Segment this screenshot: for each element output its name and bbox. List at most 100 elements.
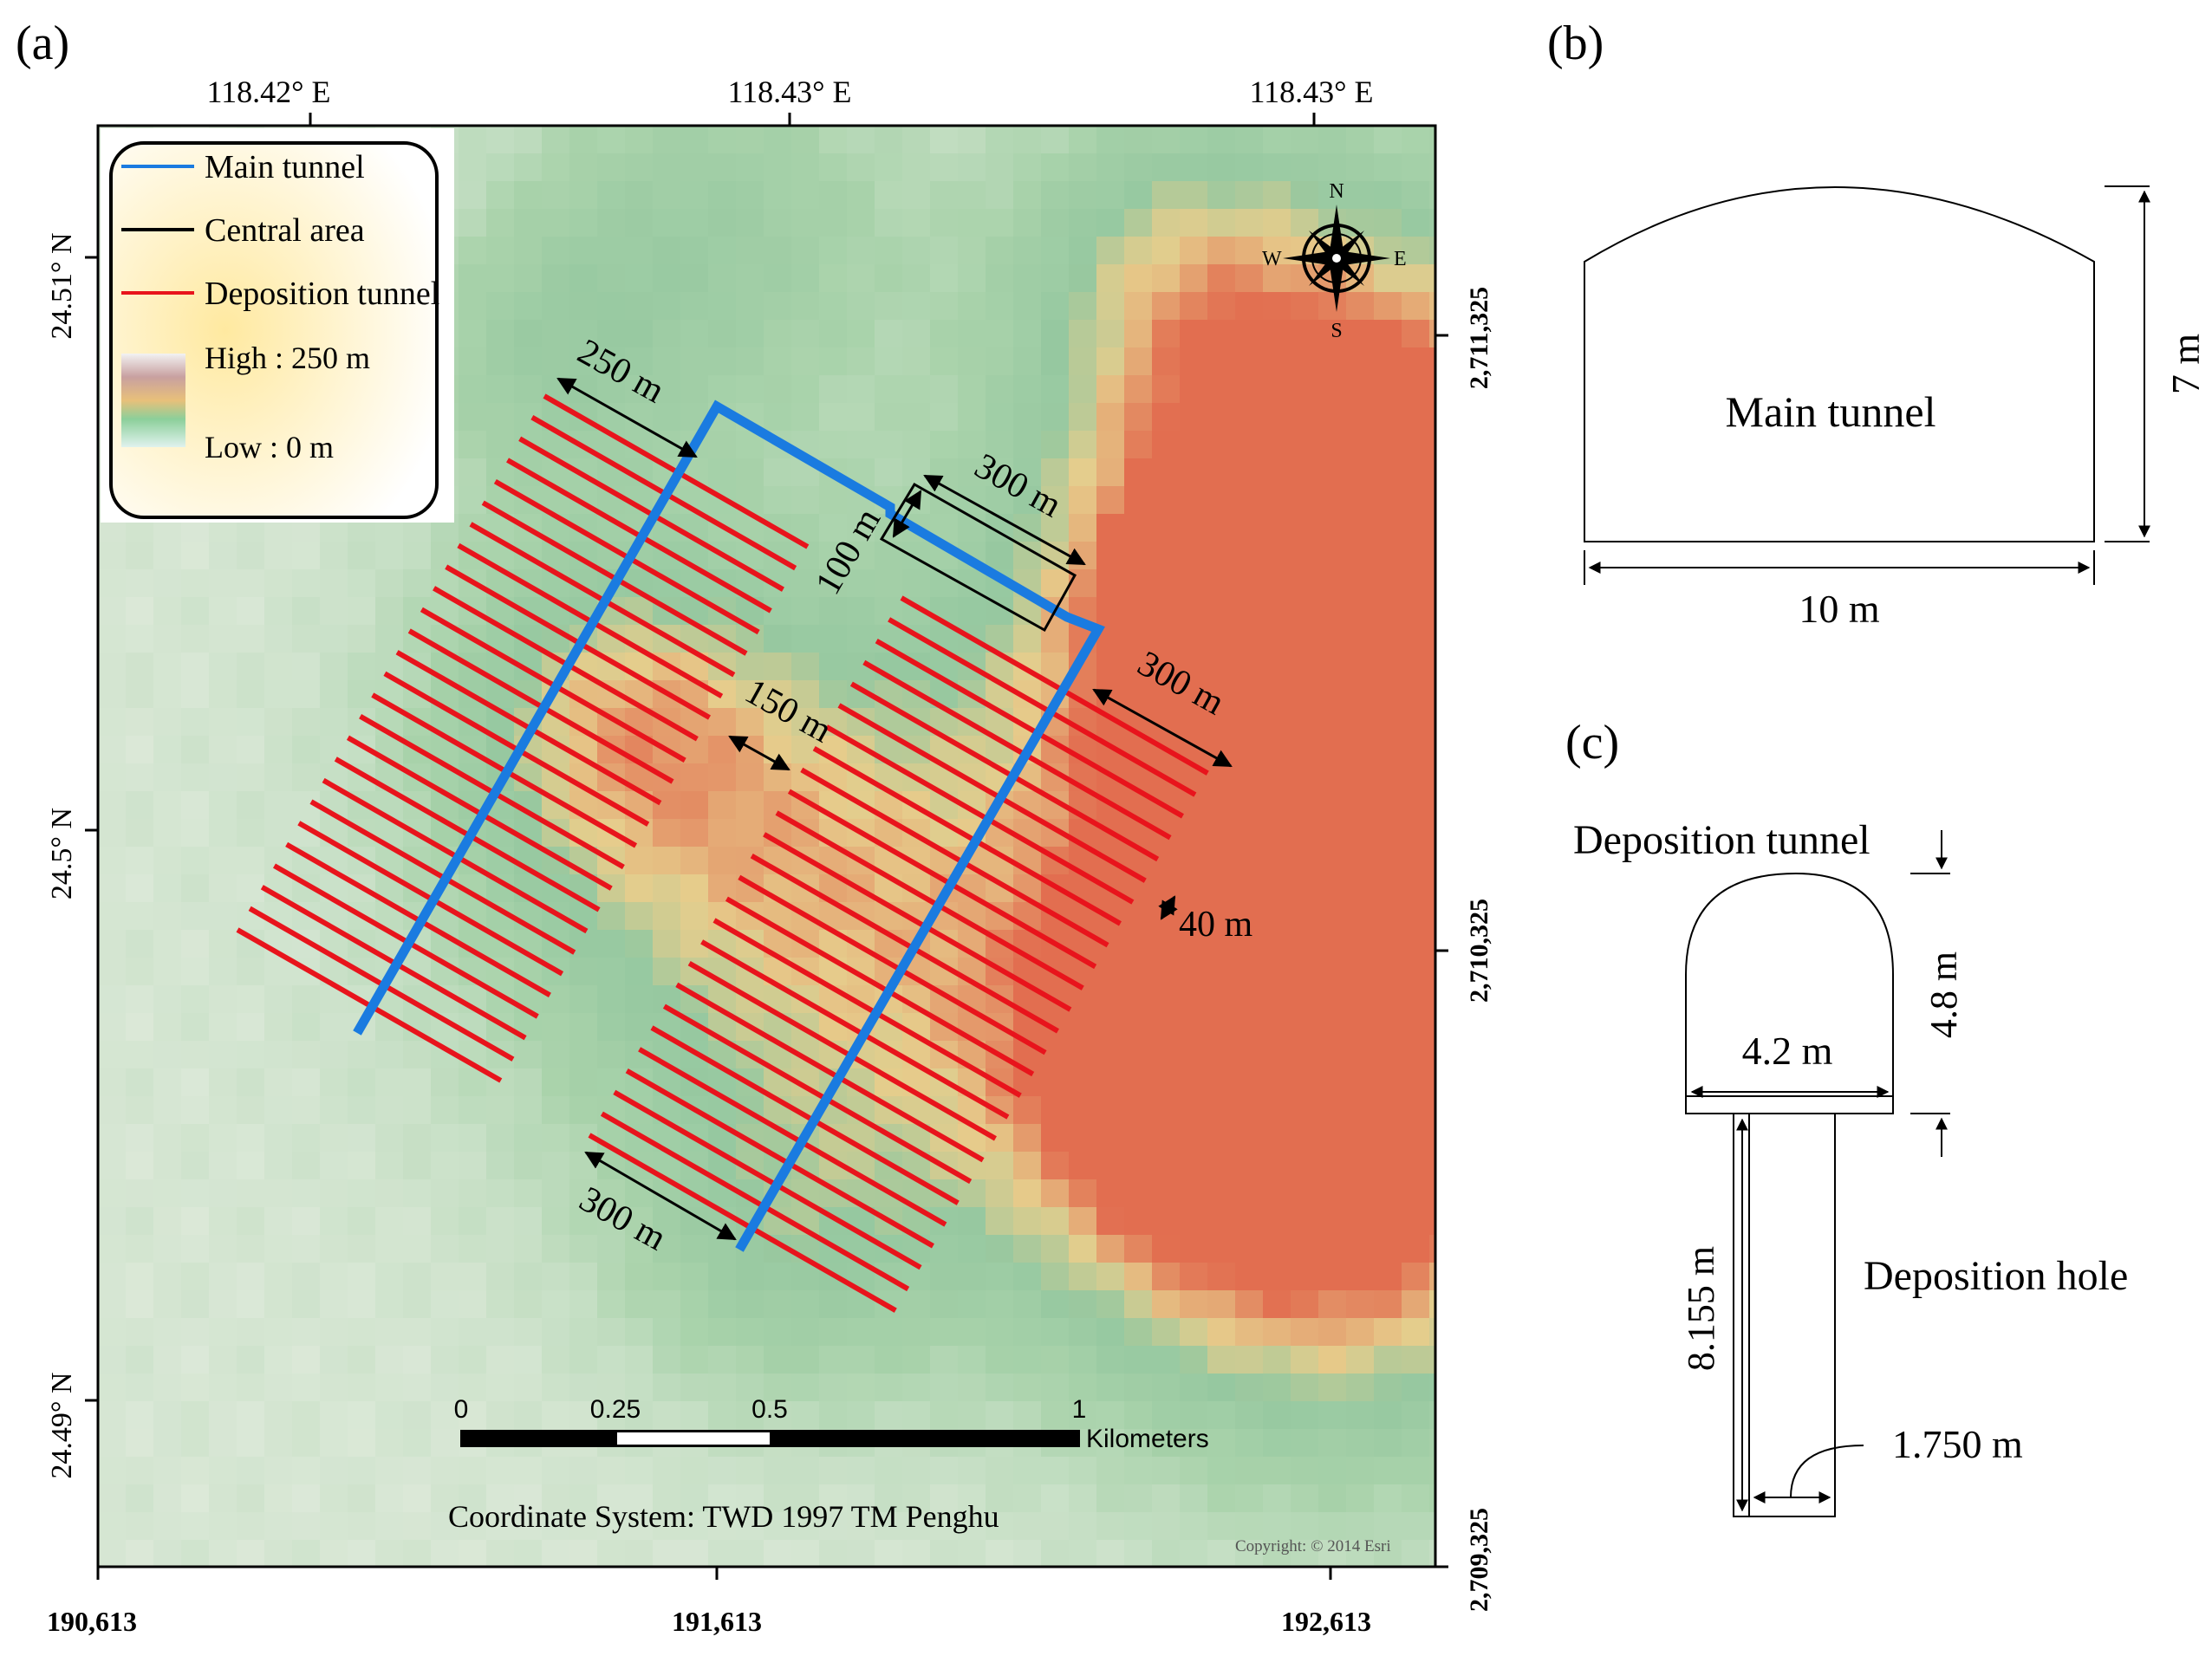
terrain-cell	[930, 403, 958, 431]
terrain-cell	[153, 763, 181, 791]
terrain-cell	[764, 126, 791, 153]
terrain-cell	[1235, 680, 1263, 708]
terrain-cell	[1429, 486, 1435, 514]
terrain-cell	[819, 209, 847, 237]
terrain-cell	[653, 320, 680, 347]
terrain-cell	[1429, 625, 1435, 653]
terrain-cell	[514, 1484, 542, 1512]
terrain-cell	[375, 1068, 403, 1096]
terrain-cell	[1429, 791, 1435, 819]
terrain-cell	[514, 1124, 542, 1152]
terrain-cell	[958, 431, 986, 458]
terrain-cell	[181, 1401, 209, 1429]
terrain-cell	[569, 347, 597, 375]
terrain-cell	[958, 486, 986, 514]
terrain-cell	[264, 1152, 292, 1179]
terrain-cell	[1374, 153, 1402, 181]
terrain-cell	[1402, 569, 1429, 597]
terrain-cell	[1207, 292, 1235, 320]
terrain-cell	[459, 431, 486, 458]
terrain-cell	[1235, 1484, 1263, 1512]
terrain-cell	[1124, 1318, 1152, 1346]
terrain-cell	[1318, 1346, 1346, 1374]
terrain-cell	[680, 375, 708, 403]
terrain-cell	[1318, 569, 1346, 597]
deposition-tunnel-line	[675, 982, 985, 1163]
terrain-cell	[348, 1429, 375, 1457]
terrain-cell	[736, 736, 764, 763]
terrain-cell	[1374, 403, 1402, 431]
deposition-section: Deposition tunnel 4.2 m 4.8 m 8.155 m 1.…	[1573, 817, 2128, 1517]
terrain-cell	[1346, 1290, 1374, 1318]
terrain-cell	[791, 153, 819, 181]
terrain-cell	[1235, 1013, 1263, 1041]
terrain-cell	[459, 292, 486, 320]
terrain-cell	[708, 819, 736, 847]
terrain-cell	[625, 1013, 653, 1041]
terrain-cell	[930, 153, 958, 181]
terrain-cell	[375, 1457, 403, 1484]
terrain-cell	[1180, 126, 1207, 153]
terrain-cell	[1207, 819, 1235, 847]
terrain-cell	[875, 1484, 902, 1512]
terrain-cell	[1152, 1290, 1180, 1318]
terrain-cell	[653, 1457, 680, 1484]
terrain-cell	[98, 902, 126, 930]
terrain-cell	[181, 625, 209, 653]
terrain-cell	[1235, 209, 1263, 237]
terrain-cell	[1235, 874, 1263, 902]
terrain-cell	[986, 1484, 1013, 1512]
terrain-cell	[403, 1401, 431, 1429]
terrain-cell	[625, 1401, 653, 1429]
terrain-cell	[264, 1512, 292, 1540]
terrain-cell	[1263, 237, 1291, 264]
terrain-cell	[1346, 1512, 1374, 1540]
terrain-cell	[597, 292, 625, 320]
terrain-cell	[1041, 1457, 1069, 1484]
terrain-cell	[1429, 375, 1435, 403]
terrain-cell	[1429, 1096, 1435, 1124]
terrain-cell	[1207, 375, 1235, 403]
terrain-cell	[486, 1484, 514, 1512]
terrain-cell	[292, 1263, 320, 1290]
terrain-cell	[708, 1374, 736, 1401]
terrain-cell	[1180, 653, 1207, 680]
terrain-cell	[320, 1346, 348, 1374]
terrain-cell	[1180, 209, 1207, 237]
terrain-cell	[1096, 153, 1124, 181]
terrain-cell	[375, 1235, 403, 1263]
terrain-cell	[1124, 902, 1152, 930]
terrain-cell	[292, 1235, 320, 1263]
terrain-cell	[514, 320, 542, 347]
terrain-cell	[1180, 431, 1207, 458]
terrain-cell	[181, 985, 209, 1013]
terrain-cell	[153, 1484, 181, 1512]
terrain-cell	[459, 237, 486, 264]
terrain-cell	[181, 1457, 209, 1484]
terrain-cell	[209, 819, 237, 847]
terrain-cell	[1152, 1096, 1180, 1124]
terrain-cell	[1180, 320, 1207, 347]
terrain-cell	[736, 1512, 764, 1540]
terrain-cell	[348, 1152, 375, 1179]
terrain-cell	[1069, 375, 1096, 403]
terrain-cell	[98, 1401, 126, 1429]
terrain-cell	[153, 680, 181, 708]
terrain-cell	[680, 791, 708, 819]
terrain-cell	[1235, 847, 1263, 874]
terrain-cell	[1013, 126, 1041, 153]
terrain-cell	[653, 874, 680, 902]
terrain-cell	[375, 1041, 403, 1068]
terrain-cell	[1402, 1457, 1429, 1484]
terrain-cell	[902, 209, 930, 237]
terrain-cell	[569, 292, 597, 320]
terrain-cell	[1152, 403, 1180, 431]
terrain-cell	[1263, 1263, 1291, 1290]
deposition-tunnel-line	[849, 681, 1160, 862]
terrain-cell	[153, 1041, 181, 1068]
terrain-cell	[403, 1512, 431, 1540]
terrain-cell	[237, 625, 264, 653]
terrain-cell	[1069, 1124, 1096, 1152]
terrain-cell	[514, 292, 542, 320]
terrain-cell	[653, 1484, 680, 1512]
